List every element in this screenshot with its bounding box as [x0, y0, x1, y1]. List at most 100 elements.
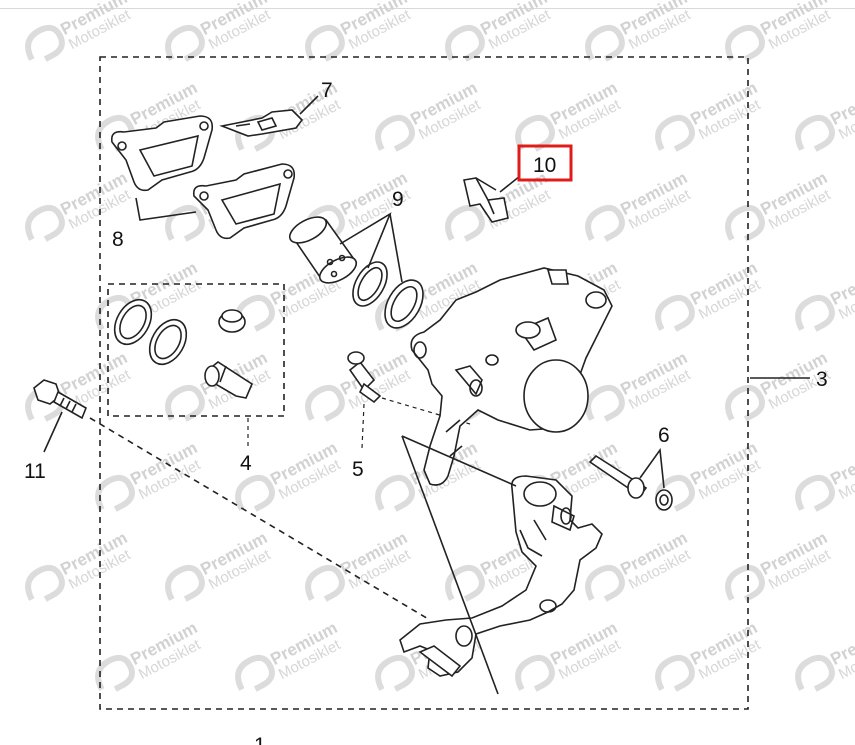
watermark-logo-icon [655, 114, 695, 152]
assembly-frame [99, 56, 749, 710]
watermark-logo-icon [445, 564, 485, 602]
callout-7: 7 [321, 79, 333, 102]
watermark-logo-icon [25, 564, 65, 602]
watermark-logo-icon [445, 204, 485, 242]
bracket-guide-left [401, 435, 499, 695]
callout-1: 1 [254, 734, 266, 745]
watermark-logo-icon [375, 474, 415, 512]
brake-pad-lower[interactable] [192, 163, 296, 240]
watermark-logo-icon [515, 654, 555, 692]
watermark-logo-icon [795, 474, 835, 512]
watermark-logo-icon [305, 24, 345, 62]
brake-pad-upper[interactable] [110, 115, 214, 192]
watermark-logo-icon [725, 24, 765, 62]
pad-support-clip[interactable] [463, 177, 509, 223]
watermark-logo-icon [585, 384, 625, 422]
watermark-logo-icon [795, 654, 835, 692]
pad-spring[interactable] [219, 109, 304, 137]
slide-pin[interactable] [588, 454, 648, 499]
watermark-logo-icon [25, 24, 65, 62]
mounting-bolt[interactable] [33, 379, 88, 420]
callout-5: 5 [352, 458, 364, 481]
watermark-logo-icon [655, 294, 695, 332]
callout-11: 11 [24, 460, 46, 483]
dust-seal[interactable] [377, 273, 431, 334]
watermark-logo-icon [445, 24, 485, 62]
watermark-logo-icon [95, 474, 135, 512]
watermark-logo-icon [725, 204, 765, 242]
callout-9: 9 [392, 188, 404, 211]
callout-8: 8 [112, 228, 124, 251]
top-divider [0, 8, 855, 9]
leader-9b [389, 213, 403, 283]
bracket-guide-top [401, 435, 517, 487]
watermark-logo-icon [235, 654, 275, 692]
highlight-box-10 [517, 144, 573, 182]
caliper-body[interactable] [410, 267, 613, 486]
leader-5 [361, 403, 365, 449]
watermark-logo-icon [305, 564, 345, 602]
bleed-screw[interactable] [347, 351, 382, 404]
watermark-logo-icon [165, 204, 205, 242]
caliper-piston[interactable] [286, 212, 361, 288]
watermark-logo-icon [305, 384, 345, 422]
callout-10: 10 [533, 154, 556, 177]
caliper-bracket[interactable] [399, 475, 603, 678]
bolt-axis-line [89, 417, 431, 621]
watermark-logo-icon [165, 24, 205, 62]
callout-6: 6 [658, 424, 670, 447]
watermark-logo-icon [795, 294, 835, 332]
seal-kit-box [107, 283, 285, 417]
watermark-logo-icon [515, 114, 555, 152]
watermark-logo-icon [375, 114, 415, 152]
piston-seal[interactable] [346, 256, 394, 312]
seal-kit-boot[interactable] [204, 361, 254, 399]
watermark-logo-icon [585, 204, 625, 242]
pin-boot[interactable] [655, 489, 673, 511]
watermark-logo-icon [25, 204, 65, 242]
watermark-logo-icon [585, 564, 625, 602]
watermark-logo-icon [165, 564, 205, 602]
watermark-logo-icon [655, 654, 695, 692]
seal-kit-bleed-cap[interactable] [218, 309, 246, 333]
callout-4: 4 [240, 452, 252, 475]
seal-kit-ring-1[interactable] [107, 293, 159, 351]
seal-kit-ring-2[interactable] [142, 313, 194, 371]
leader-8 [135, 197, 197, 221]
leader-10 [499, 175, 521, 193]
watermark-logo-icon [725, 384, 765, 422]
leader-7 [299, 95, 319, 115]
watermark-logo-icon [165, 384, 205, 422]
watermark-logo-icon [375, 654, 415, 692]
leader-6 [639, 447, 665, 489]
